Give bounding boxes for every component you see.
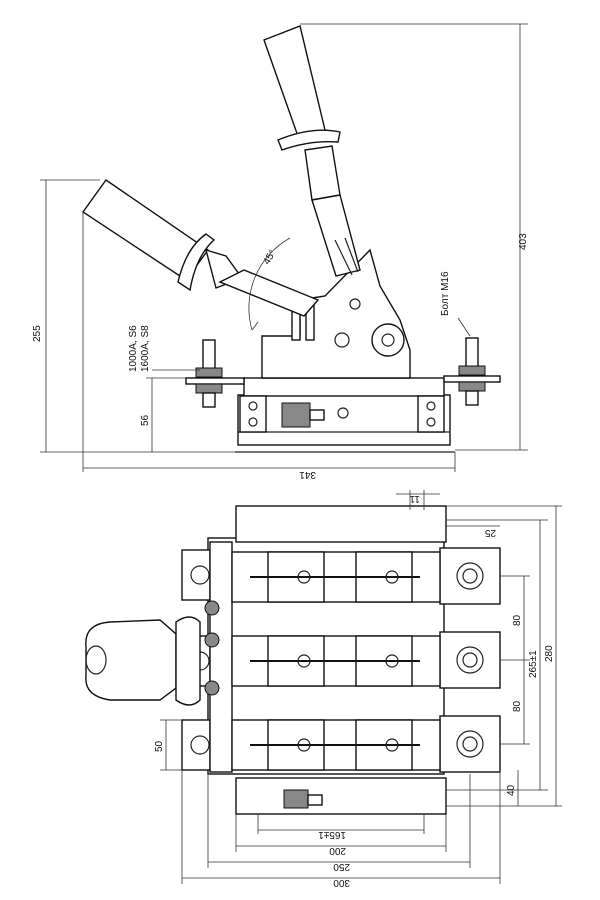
pole-pin	[297, 738, 311, 752]
mount-hole	[248, 401, 258, 411]
dim-11: 11	[409, 493, 420, 504]
handle-upper-grip	[263, 25, 326, 143]
bar-nut	[204, 680, 220, 696]
handle-upper-guard	[277, 129, 341, 151]
bottom-bolt-shank	[307, 794, 323, 806]
dim-265: 265±1	[528, 650, 539, 678]
mount-hole	[248, 417, 258, 427]
pole-row-3	[231, 719, 441, 771]
right-terminal-nut	[458, 365, 486, 376]
pole-pin	[385, 570, 399, 584]
base-center-hole	[337, 407, 349, 419]
left-terminal-1	[181, 549, 211, 601]
right-mount-bracket	[417, 395, 445, 433]
left-terminal-3	[181, 719, 211, 771]
handle-open-lever	[218, 269, 320, 317]
pole-pin	[385, 654, 399, 668]
main-pivot	[371, 323, 405, 357]
lever-rod	[344, 237, 359, 273]
top-bracket	[235, 505, 447, 543]
side-view: 45° Болт М16 1000А, S6 1600А, S8 403 255…	[32, 23, 529, 480]
dim-80-b: 80	[512, 700, 523, 712]
pivot-hole	[349, 298, 361, 310]
dim-300: 300	[333, 877, 350, 888]
dim-250: 250	[333, 861, 350, 872]
terminal-bolt-large	[456, 646, 484, 674]
bolt-shank	[309, 409, 325, 421]
pole-pin	[385, 738, 399, 752]
left-mount-bracket	[239, 395, 267, 433]
handle-grip-top	[85, 619, 177, 701]
bottom-bracket	[235, 777, 447, 815]
rating-1600a: 1600А, S8	[140, 325, 151, 372]
dim-280: 280	[544, 645, 555, 662]
pole-pin	[297, 570, 311, 584]
handle-upper-lever	[311, 194, 361, 277]
bottom-bolt-nut	[283, 789, 309, 809]
dim-25: 25	[484, 527, 496, 538]
terminal-bolt	[190, 735, 210, 755]
dim-56: 56	[140, 414, 151, 426]
mount-hole	[426, 401, 436, 411]
right-terminal-bar	[443, 375, 501, 383]
angle-arc	[248, 237, 291, 331]
pole-row-1	[231, 551, 441, 603]
handle-bar	[209, 541, 233, 773]
left-terminal-post	[202, 339, 216, 371]
bar-nut	[204, 600, 220, 616]
pole-row-2	[231, 635, 441, 687]
angle-label: 45°	[262, 248, 279, 267]
left-terminal-nut	[195, 367, 223, 378]
lever-rod	[334, 239, 353, 276]
pole-pin	[297, 654, 311, 668]
mount-hole	[426, 417, 436, 427]
right-terminal-1	[439, 547, 501, 605]
dim-200: 200	[329, 845, 346, 856]
right-terminal-nut-lower	[458, 381, 486, 392]
handle-grip-end	[85, 645, 107, 675]
terminal-bolt-core	[462, 652, 478, 668]
rating-1000a: 1000А, S6	[128, 325, 139, 372]
terminal-bolt-large	[456, 730, 484, 758]
bolt-label: Болт М16	[440, 271, 451, 316]
right-terminal-post	[465, 337, 479, 369]
base-block	[237, 394, 451, 446]
dim-165: 165±1	[318, 829, 346, 840]
handle-upper-shaft	[304, 145, 341, 201]
right-terminal-stud	[465, 390, 479, 406]
dim-403: 403	[518, 233, 529, 250]
dim-80-a: 80	[512, 614, 523, 626]
left-terminal-stud	[202, 392, 216, 408]
left-terminal-nut-lower	[195, 383, 223, 394]
dim-255: 255	[32, 325, 43, 342]
terminal-bolt-large	[456, 562, 484, 590]
angle-tick	[251, 321, 259, 331]
main-pivot-center	[381, 333, 395, 347]
right-terminal-3	[439, 715, 501, 773]
terminal-bolt	[190, 565, 210, 585]
bolt-nut	[281, 402, 311, 428]
base-top-plate	[243, 377, 445, 397]
dim-341: 341	[299, 469, 316, 480]
terminal-bolt-core	[462, 736, 478, 752]
top-view: 11 25 80 80 265±1 280 40 50 165±1	[85, 490, 562, 888]
terminal-bolt-core	[462, 568, 478, 584]
dim-50: 50	[154, 740, 165, 752]
pivot-hole	[334, 332, 350, 348]
bar-nut	[204, 632, 220, 648]
right-terminal-2	[439, 631, 501, 689]
left-terminal-bar	[185, 377, 245, 385]
bolt-leader	[457, 317, 471, 337]
dim-40: 40	[506, 784, 517, 796]
handle-open-guard	[177, 233, 216, 292]
handle-guard-top	[175, 616, 201, 706]
